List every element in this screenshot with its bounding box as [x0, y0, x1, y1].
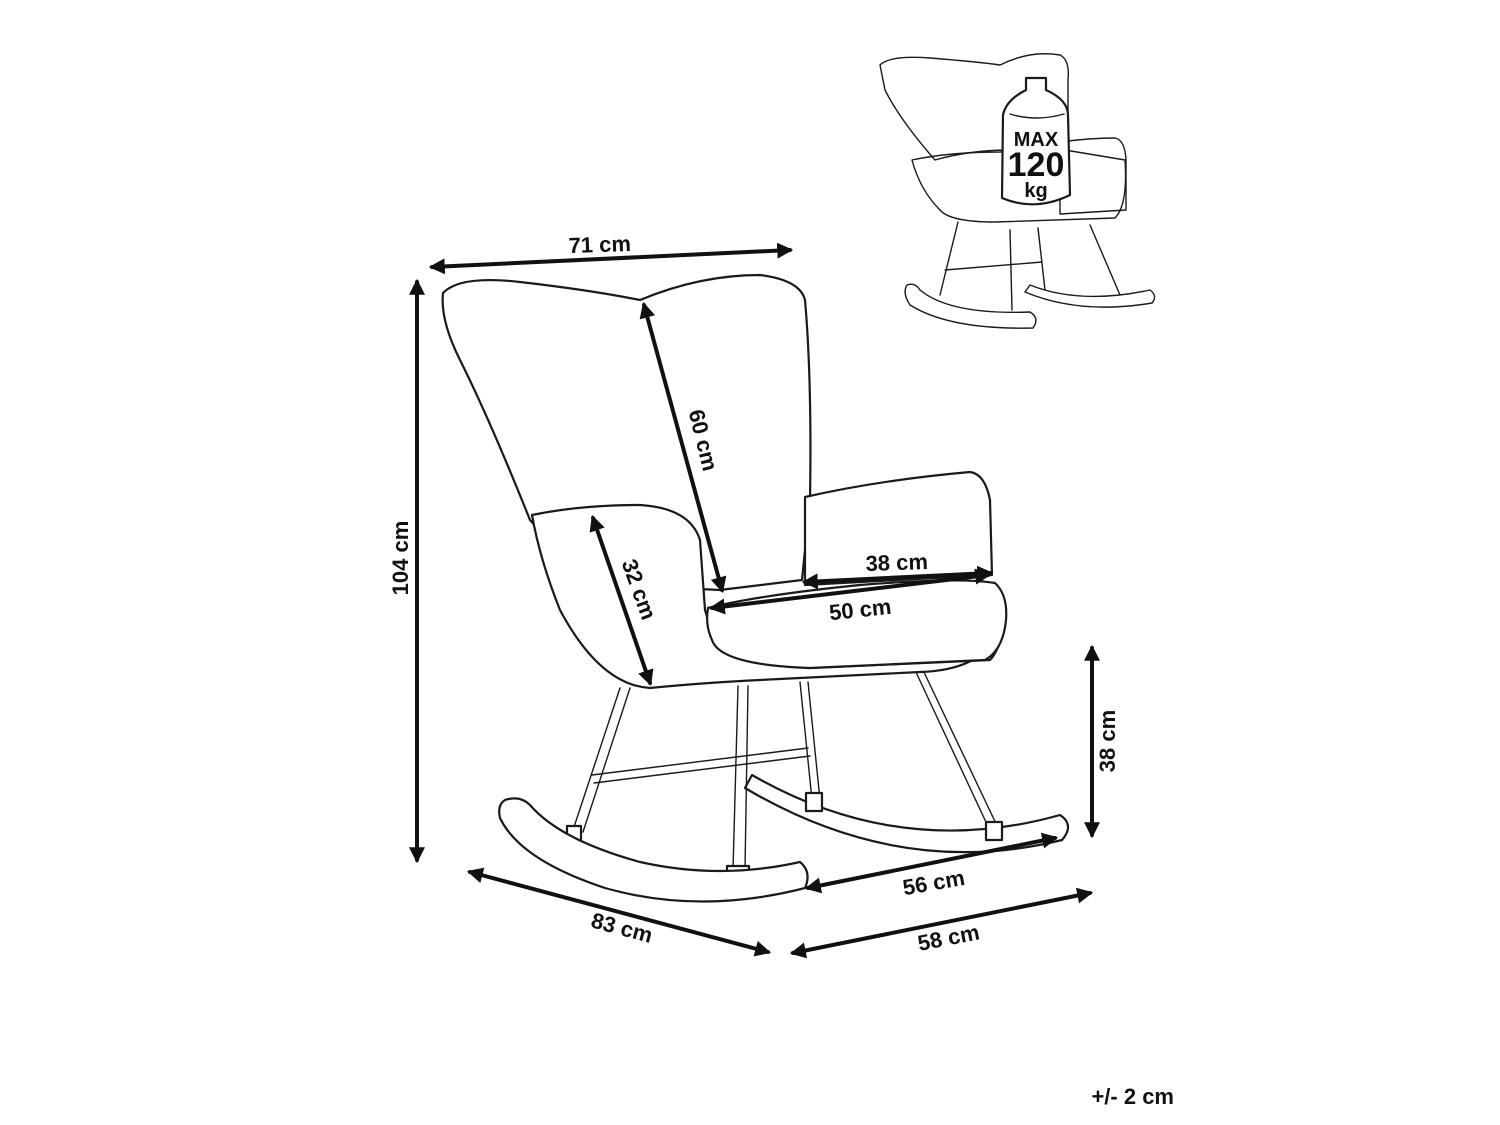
rear-foot-right — [984, 820, 1004, 842]
rear-leg-left — [799, 681, 821, 801]
dimension-lines — [409, 242, 1100, 959]
dim-line-backrest — [639, 301, 727, 594]
dim-line-rocker-width — [804, 832, 1059, 894]
label-width-top: 71 cm — [568, 231, 631, 258]
dimension-labels: 71 cm 104 cm 60 cm 32 cm 38 cm 50 cm 38 … — [388, 231, 1120, 956]
main-chair-drawing — [441, 273, 1070, 903]
label-armrest-depth: 38 cm — [865, 549, 928, 576]
tolerance-note: +/- 2 cm — [1091, 1084, 1174, 1109]
leg-stretcher — [591, 747, 811, 784]
armrest-right — [803, 470, 994, 587]
dim-line-width-base — [789, 887, 1094, 959]
front-leg-left — [572, 687, 631, 833]
dim-line-depth-total — [466, 867, 772, 957]
small-seat — [911, 149, 1127, 223]
weight-bottle-icon — [1000, 76, 1072, 206]
small-armrest — [1059, 137, 1127, 215]
max-load-unit: kg — [1024, 180, 1047, 202]
dim-line-armrest-height — [589, 514, 654, 687]
dim-line-width-top — [428, 242, 794, 275]
rear-leg-right — [914, 667, 1001, 836]
rear-foot-left — [804, 791, 824, 813]
max-load-illustration: MAX 120 kg — [879, 53, 1156, 329]
dim-line-seat-depth — [708, 568, 992, 615]
label-seat-height: 38 cm — [1095, 710, 1120, 772]
max-load-prefix: MAX — [1014, 129, 1059, 151]
rear-rocker — [743, 773, 1070, 854]
small-backrest — [879, 53, 1070, 161]
small-legs — [939, 221, 1121, 311]
label-height-total: 104 cm — [388, 521, 413, 596]
front-leg-right — [732, 685, 749, 871]
front-rocker — [498, 797, 809, 903]
label-rocker-width: 56 cm — [901, 865, 967, 900]
weight-bottle-neck — [1009, 113, 1065, 119]
small-rocker-back — [1024, 284, 1156, 308]
seat-cushion — [706, 579, 1008, 670]
max-load-value: 120 — [1008, 146, 1065, 184]
small-rocker-front — [904, 283, 1037, 329]
